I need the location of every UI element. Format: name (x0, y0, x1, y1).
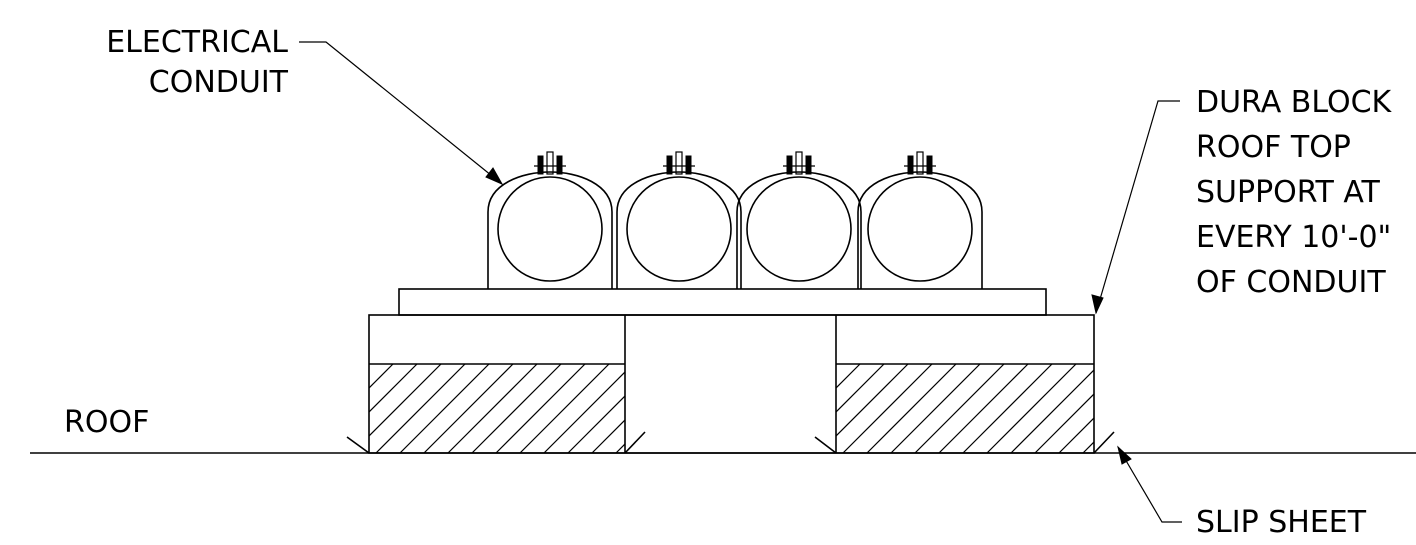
hatch-line (1155, 364, 1244, 453)
conduit-2 (626, 176, 732, 282)
hatch-line (369, 364, 394, 389)
support-label-line-2: ROOF TOP (1196, 130, 1351, 165)
hatch-line (842, 364, 933, 453)
hatched-pad-right (836, 364, 1268, 453)
slip-sheet-ticks (346, 431, 1115, 454)
electrical-conduit-arrowhead (485, 167, 504, 186)
roof-label: ROOF (64, 405, 149, 440)
conduit-clamp-3 (736, 171, 862, 289)
hatch-line (914, 364, 1005, 453)
clamp-bolt-right (556, 155, 563, 175)
electrical-conduit-label-line-2: CONDUIT (149, 65, 289, 100)
hatch-line (1107, 364, 1196, 453)
support-label-line-1: DURA BLOCK (1196, 85, 1393, 120)
clamp-bolt-center (546, 151, 554, 175)
strut-channel (398, 288, 1047, 316)
hatch-line (519, 364, 610, 453)
hatch-line (447, 364, 538, 453)
support-arrowhead (1091, 294, 1104, 315)
hatch-line (399, 364, 490, 453)
hatch-line (962, 364, 1053, 453)
hatch-line (567, 395, 625, 453)
conduit-4 (867, 176, 973, 282)
clamp-bolt-right (926, 155, 933, 175)
clamp-bolt-left (907, 155, 914, 175)
clamp-bolt-center (795, 151, 803, 175)
conduit-clamp-1 (487, 171, 613, 289)
conduit-group (487, 151, 983, 289)
hatched-pad-left (369, 364, 801, 453)
hatch-line (890, 364, 981, 453)
conduit-clamp-4 (857, 171, 983, 289)
clamp-bolt-center (916, 151, 924, 175)
hatch-line (938, 364, 1029, 453)
hatch-line (1179, 364, 1268, 453)
hatch-line (836, 364, 885, 413)
support-label-line-3: SUPPORT AT (1196, 175, 1381, 210)
hatch-line (1034, 393, 1094, 453)
conduit-3 (746, 176, 852, 282)
conduit-clamp-2 (616, 171, 742, 289)
hatch-line (1082, 441, 1094, 453)
slip-sheet-leader (1117, 446, 1182, 523)
hatch-line (1131, 364, 1220, 453)
clamp-bolt-left (786, 155, 793, 175)
electrical-conduit-label-line-1: ELECTRICAL (106, 25, 288, 60)
hatch-line (375, 364, 466, 453)
clamp-bolt-left (666, 155, 673, 175)
support-label-line-5: OF CONDUIT (1196, 265, 1386, 300)
hatch-line (836, 364, 861, 389)
hatch-line (640, 364, 729, 453)
hatch-line (591, 419, 625, 453)
hatch-line (423, 364, 514, 453)
clamp-bolt-center (675, 151, 683, 175)
hatch-line (615, 443, 625, 453)
hatch-line (369, 364, 418, 413)
hatch-line (471, 364, 562, 453)
hatch-line (664, 364, 753, 453)
hatch-line (866, 364, 957, 453)
hatch-line (1058, 417, 1094, 453)
hatch-line (495, 364, 586, 453)
hatch-line (543, 371, 625, 453)
hatch-line (1010, 369, 1094, 453)
hatch-line (836, 364, 837, 365)
hatch-line (986, 364, 1077, 453)
support-leader (1095, 100, 1180, 314)
conduit-1 (497, 176, 603, 282)
electrical-conduit-leader (299, 41, 503, 185)
slip-sheet-arrowhead (1117, 445, 1132, 465)
support-label-line-4: EVERY 10'-0" (1196, 220, 1391, 255)
slip-sheet-label: SLIP SHEET (1196, 505, 1367, 540)
hatch-line (836, 364, 909, 437)
hatch-line (369, 364, 370, 365)
hatch-line (712, 364, 801, 453)
hatch-line (688, 364, 777, 453)
clamp-bolt-right (685, 155, 692, 175)
clamp-bolt-left (537, 155, 544, 175)
hatch-line (369, 364, 442, 437)
clamp-bolt-right (805, 155, 812, 175)
support-block-outline (368, 314, 1095, 454)
